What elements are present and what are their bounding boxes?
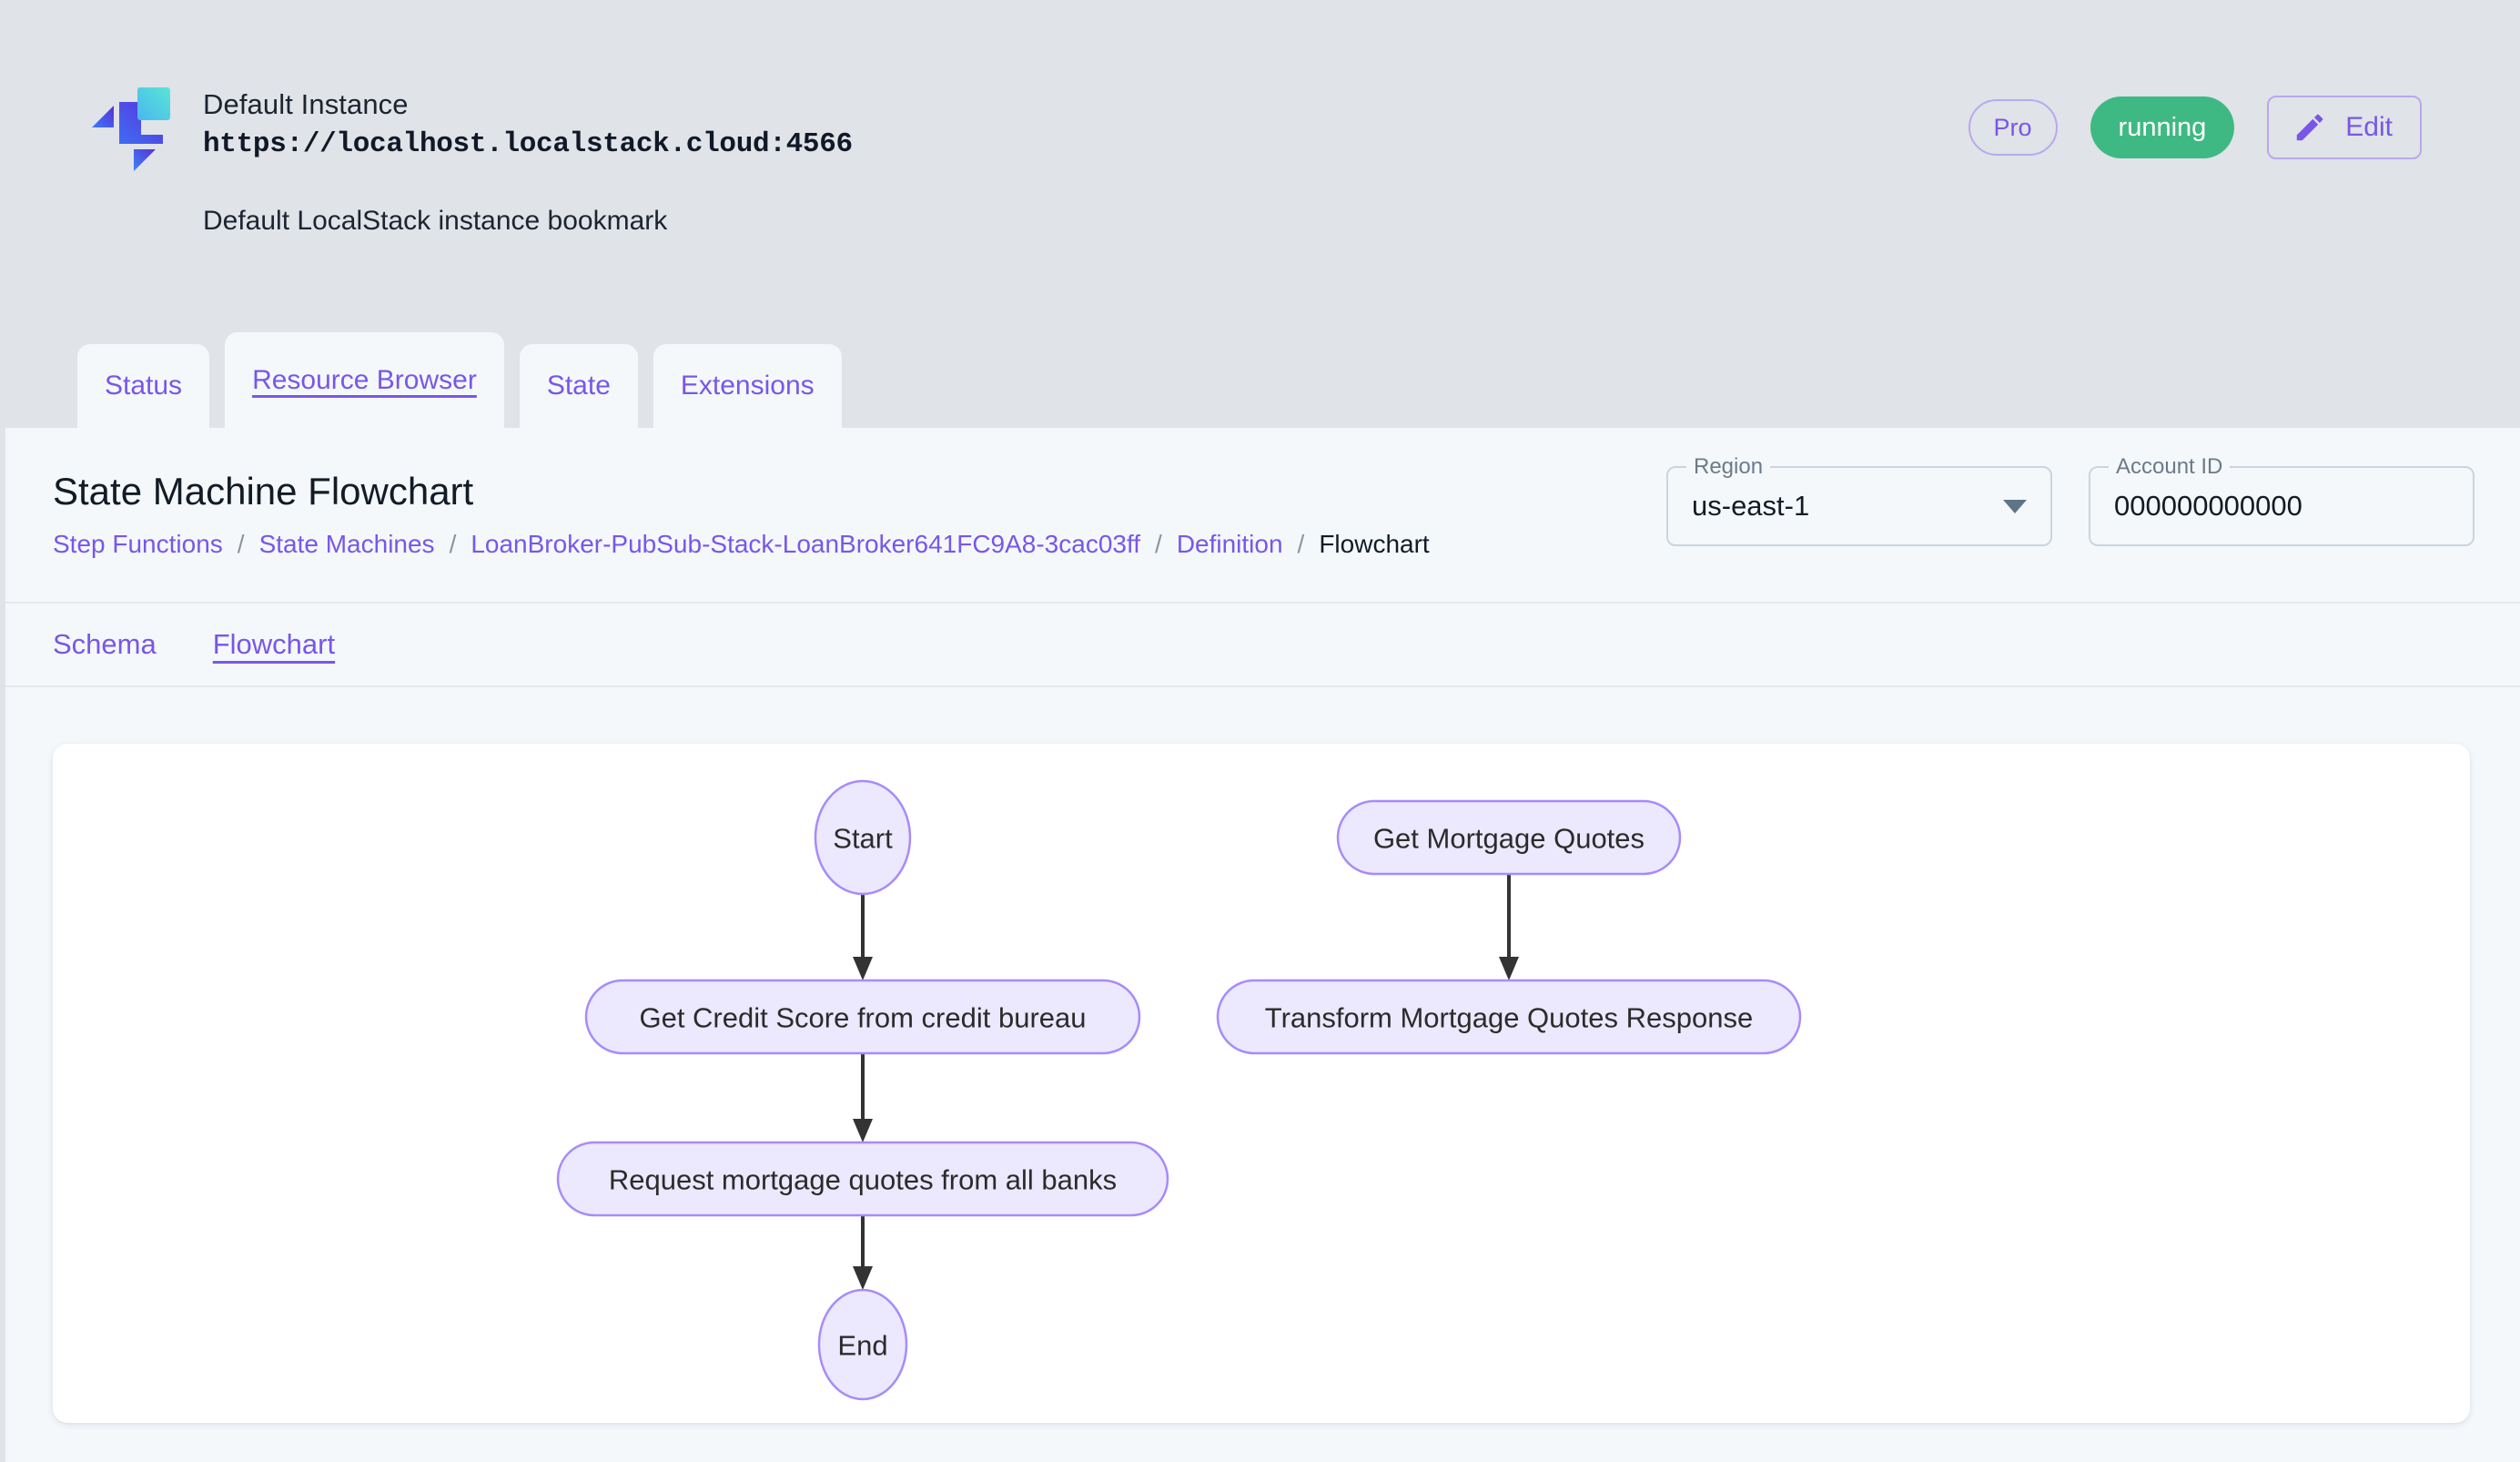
subtab-flowchart[interactable]: Flowchart <box>212 628 336 660</box>
flowchart-node-label: Get Credit Score from credit bureau <box>639 1002 1086 1034</box>
chevron-down-icon[interactable] <box>2003 499 2027 513</box>
pencil-icon <box>2292 110 2327 145</box>
flowchart-node-shape <box>556 1141 1169 1217</box>
flowchart-node-label: Start <box>833 823 893 855</box>
breadcrumb-item-flowchart: Flowchart <box>1319 530 1430 558</box>
breadcrumb-item-definition[interactable]: Definition <box>1176 530 1283 558</box>
account-id-label: Account ID <box>2109 454 2231 480</box>
account-id-field[interactable]: Account ID 000000000000 <box>2089 454 2474 546</box>
flowchart-node[interactable]: Transform Mortgage Quotes Response <box>1216 979 1802 1055</box>
region-select-value: us-east-1 <box>1692 490 1810 522</box>
flowchart-node[interactable]: Start <box>814 779 912 896</box>
scope-fields: Region us-east-1 Account ID 000000000000 <box>1666 454 2474 546</box>
flowchart-edge-arrowhead <box>853 1119 873 1142</box>
flowchart-edge-arrowhead <box>1499 957 1519 980</box>
tab-resource-browser[interactable]: Resource Browser <box>225 332 504 428</box>
region-select-label: Region <box>1686 454 1771 480</box>
tab-status-label: Status <box>105 371 183 401</box>
tab-resource-browser-label: Resource Browser <box>252 364 477 395</box>
instance-summary: Default Instance https://localhost.local… <box>86 80 853 239</box>
instance-description: Default LocalStack instance bookmark <box>203 206 668 236</box>
region-select[interactable]: Region us-east-1 <box>1666 454 2052 546</box>
localstack-logo-icon <box>86 80 181 175</box>
flowchart-edge-arrowhead <box>853 957 873 980</box>
flowchart-node-label: Transform Mortgage Quotes Response <box>1265 1002 1753 1034</box>
flowchart-edge-arrowhead <box>853 1266 873 1290</box>
flowchart-node-shape <box>1336 799 1682 876</box>
flowchart-node-shape <box>1216 979 1802 1055</box>
breadcrumb-separator: / <box>449 530 457 558</box>
secondary-tabs: Schema Flowchart <box>5 604 2520 687</box>
page-title: State Machine Flowchart <box>53 470 474 513</box>
flowchart-node-shape <box>814 779 912 896</box>
instance-text-block: Default Instance https://localhost.local… <box>203 80 853 239</box>
flowchart-node-label: End <box>837 1330 887 1362</box>
tab-state[interactable]: State <box>519 344 638 428</box>
instance-url: https://localhost.localstack.cloud:4566 <box>203 128 853 160</box>
status-badge[interactable]: running <box>2090 96 2235 158</box>
edit-button-label: Edit <box>2345 112 2393 142</box>
breadcrumb-item-step-functions[interactable]: Step Functions <box>53 530 223 558</box>
flowchart-node[interactable]: Get Mortgage Quotes <box>1336 799 1682 876</box>
subtab-schema[interactable]: Schema <box>53 628 157 660</box>
pro-badge[interactable]: Pro <box>1968 99 2058 156</box>
edit-button[interactable]: Edit <box>2267 96 2422 159</box>
tab-status[interactable]: Status <box>77 344 210 428</box>
primary-tabs: Status Resource Browser State Extensions <box>77 332 842 428</box>
instance-name: Default Instance <box>203 88 409 120</box>
flowchart-node-shape <box>584 979 1141 1055</box>
flowchart-edges <box>853 874 1519 1290</box>
breadcrumb-separator: / <box>1155 530 1162 558</box>
breadcrumb: Step Functions / State Machines / LoanBr… <box>53 528 1430 561</box>
header-actions: Pro running Edit <box>1968 96 2422 159</box>
flowchart-node[interactable]: Request mortgage quotes from all banks <box>556 1141 1169 1217</box>
flowchart-node-label: Get Mortgage Quotes <box>1373 823 1645 855</box>
flowchart-node[interactable]: Get Credit Score from credit bureau <box>584 979 1141 1055</box>
page-titlebar: State Machine Flowchart Step Functions /… <box>5 428 2520 604</box>
breadcrumb-separator: / <box>237 530 245 558</box>
breadcrumb-separator: / <box>1297 530 1305 558</box>
instance-header: Default Instance https://localhost.local… <box>0 0 2520 428</box>
content-panel: State Machine Flowchart Step Functions /… <box>5 428 2520 1462</box>
flowchart-node-shape <box>817 1288 908 1401</box>
tab-state-label: State <box>546 371 611 401</box>
breadcrumb-item-state-machines[interactable]: State Machines <box>258 530 435 558</box>
account-id-value: 000000000000 <box>2114 490 2302 522</box>
breadcrumb-item-state-machine-name[interactable]: LoanBroker-PubSub-Stack-LoanBroker641FC9… <box>471 530 1141 558</box>
tab-extensions[interactable]: Extensions <box>653 344 842 428</box>
tab-extensions-label: Extensions <box>680 371 815 401</box>
flowchart-node[interactable]: End <box>817 1288 908 1401</box>
flowchart-node-label: Request mortgage quotes from all banks <box>609 1164 1117 1196</box>
